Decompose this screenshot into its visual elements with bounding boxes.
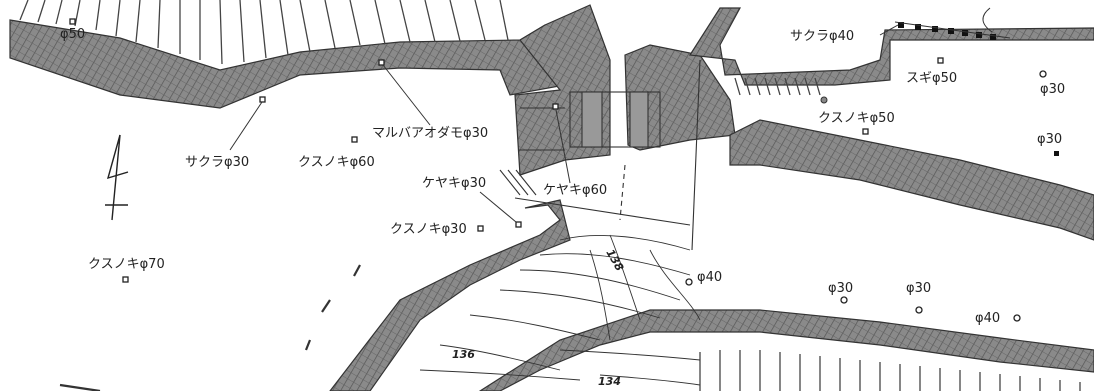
tree-marker [820,96,828,104]
tree-marker [69,18,76,25]
tree-marker [685,278,693,286]
tree-label: φ30 [828,281,853,296]
tree-label: φ40 [697,270,722,285]
wall-lower-right [478,309,1094,391]
tree-marker [259,96,266,103]
tree-marker [1054,151,1059,156]
tree-markers [69,18,1059,322]
tree-marker [862,128,869,135]
gate-structure [499,59,701,251]
tree-marker [378,59,385,66]
tree-marker [351,136,358,143]
wall-upper-right [688,7,1094,86]
tree-marker [1039,70,1047,78]
contour-lines [419,234,701,386]
tree-label: クスノキφ70 [88,257,165,272]
tree-marker [552,103,559,110]
gate-frame [569,91,661,148]
leader-lines [229,24,899,223]
tree-marker [515,221,522,228]
tree-label: φ30 [1037,132,1062,147]
tree-label: φ30 [1040,82,1065,97]
tree-label: ケヤキφ30 [422,176,486,191]
wall-lower-diagonal [329,199,571,391]
tree-marker [1013,314,1021,322]
tree-label: マルバアオダモφ30 [372,126,488,141]
gate-pillar-right [629,91,649,148]
tree-label: クスノキφ50 [818,111,895,126]
tree-marker [937,57,944,64]
fence-row [894,7,1011,40]
dashed-edge [59,264,361,391]
tree-label: クスノキφ60 [298,155,375,170]
tree-marker [122,276,129,283]
contour-label: 136 [452,348,475,361]
wall-right-band [729,119,1094,241]
tree-marker [840,296,848,304]
tree-labels: φ50 マルバアオダモφ30 サクラφ30 クスノキφ60 ケヤキφ60 ケヤキ… [60,27,1065,326]
gate-pillar-left [581,91,603,148]
tree-label: φ30 [906,281,931,296]
wall-upper-left [9,19,576,109]
tree-label: サクラφ40 [790,29,854,44]
tree-label: φ50 [60,27,85,42]
slope-hachures [19,0,1081,391]
stone-walls [9,4,1094,391]
tree-label: クスノキφ30 [390,222,467,237]
tree-marker [477,225,484,232]
tree-label: φ40 [975,311,1000,326]
north-arrow-icon [105,134,129,221]
tree-label: ケヤキφ60 [543,183,607,198]
tree-label: スギφ50 [906,71,957,86]
tree-marker [915,306,923,314]
tree-label: サクラφ30 [185,155,249,170]
contour-label: 134 [598,375,621,388]
